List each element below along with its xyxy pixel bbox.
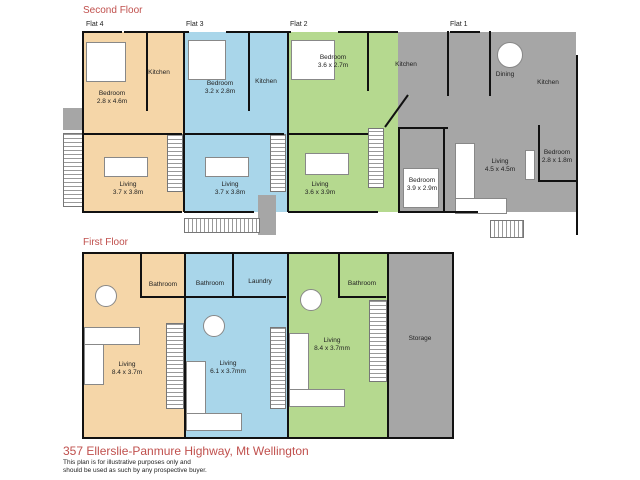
sofa-flat3	[205, 157, 249, 177]
wall	[287, 252, 289, 439]
room-label-ff-flat2-living: Living 8.4 x 3.7mm	[314, 337, 350, 352]
room-label-flat4-bedroom: Bedroom 2.8 x 4.6m	[96, 90, 128, 105]
stairs-flat2-mid	[368, 128, 384, 188]
first-floor-title: First Floor	[83, 237, 128, 248]
wall	[82, 31, 84, 212]
wall	[82, 252, 454, 254]
room-label-ff-flat2-bathroom: Bathroom	[347, 280, 377, 287]
stairs-flat4-left	[63, 133, 83, 207]
wall	[248, 31, 250, 111]
wall	[338, 252, 340, 298]
wall	[184, 133, 284, 135]
bed-flat4	[86, 42, 126, 82]
disclaimer-line-1: This plan is for illustrative purposes o…	[63, 459, 191, 466]
room-label-flat2-bedroom: Bedroom 3.6 x 2.7m	[317, 54, 349, 69]
wall	[538, 125, 540, 180]
room-label-flat1-bedroom-a: Bedroom 3.9 x 2.9m	[406, 177, 438, 192]
wall	[489, 31, 491, 96]
room-label-flat1-kitchen: Kitchen	[537, 79, 559, 86]
room-label-flat4-living: Living 3.7 x 3.8m	[112, 181, 144, 196]
room-label-flat4-kitchen: Kitchen	[148, 69, 170, 76]
bed-flat1	[403, 168, 439, 208]
second-floor-title: Second Floor	[83, 5, 143, 16]
flat-3-label: Flat 3	[186, 21, 204, 28]
wall	[232, 252, 234, 298]
room-label-flat1-bedroom-b: Bedroom 2.8 x 1.8m	[541, 149, 573, 164]
room-label-flat2-living: Living 3.6 x 3.9m	[304, 181, 336, 196]
stairs-ff-flat4	[166, 323, 184, 409]
wall	[82, 133, 182, 135]
sofa-ff-flat2-bottom	[289, 389, 345, 407]
flat4-left-notch	[63, 108, 83, 130]
sofa-ff-flat3-bottom	[186, 413, 242, 431]
sofa-flat1-base	[455, 198, 507, 214]
dining-table-ff-flat4	[95, 285, 117, 307]
sofa-flat4	[104, 157, 148, 177]
wall	[288, 133, 368, 135]
wall	[398, 127, 400, 213]
wall	[338, 296, 386, 298]
wall	[443, 127, 445, 213]
sofa-flat2	[305, 153, 349, 175]
wall	[452, 252, 454, 439]
room-label-storage: Storage	[408, 335, 432, 342]
room-label-ff-flat4-bathroom: Bathroom	[148, 281, 178, 288]
wall	[450, 31, 480, 33]
flat-2-label: Flat 2	[290, 21, 308, 28]
room-label-ff-flat3-living: Living 6.1 x 3.7mm	[210, 360, 246, 375]
tv-flat1	[525, 150, 535, 180]
room-label-ff-flat4-living: Living 8.4 x 3.7m	[111, 361, 143, 376]
storage-area	[388, 253, 453, 438]
stairs-ff-flat2	[369, 300, 387, 382]
room-label-flat3-kitchen: Kitchen	[255, 78, 277, 85]
flat-4-label: Flat 4	[86, 21, 104, 28]
dining-table-ff-flat2	[300, 289, 322, 311]
wall	[387, 252, 389, 439]
sofa-ff-flat4-top	[84, 327, 140, 345]
room-label-ff-flat3-laundry: Laundry	[248, 278, 272, 285]
wall	[82, 31, 122, 33]
disclaimer-line-2: should be used as such by any prospectiv…	[63, 467, 207, 474]
room-label-flat2-kitchen: Kitchen	[395, 61, 417, 68]
dining-table-flat1	[497, 42, 523, 68]
wall	[140, 252, 142, 298]
stairs-flat3-bottom	[184, 218, 260, 233]
wall	[576, 55, 578, 235]
wall	[538, 180, 576, 182]
room-label-flat3-living: Living 3.7 x 3.8m	[214, 181, 246, 196]
wall	[124, 31, 189, 33]
wall	[447, 31, 449, 96]
stairs-ff-flat3	[270, 327, 286, 409]
room-label-flat1-dining: Dining	[495, 71, 515, 78]
wall	[183, 31, 185, 212]
stairs-flat1-bottom	[490, 220, 524, 238]
wall	[287, 31, 289, 212]
bed-flat3	[188, 40, 226, 80]
stairs-flat3-mid	[270, 134, 286, 192]
room-label-ff-flat3-bathroom: Bathroom	[195, 280, 225, 287]
wall	[367, 31, 369, 91]
wall	[398, 127, 448, 129]
dining-table-ff-flat3	[203, 315, 225, 337]
room-label-flat1-living: Living 4.5 x 4.5m	[484, 158, 516, 173]
wall	[184, 252, 186, 439]
wall	[82, 437, 454, 439]
wall	[186, 296, 286, 298]
wall	[226, 31, 291, 33]
wall	[146, 31, 148, 111]
wall	[140, 296, 184, 298]
wall	[82, 252, 84, 439]
property-address: 357 Ellerslie-Panmure Highway, Mt Wellin…	[63, 444, 309, 458]
flat-1-label: Flat 1	[450, 21, 468, 28]
room-label-flat3-bedroom: Bedroom 3.2 x 2.8m	[204, 80, 236, 95]
stairs-flat4-mid	[167, 134, 183, 192]
wall	[288, 211, 378, 213]
wall	[398, 211, 478, 213]
stair-landing-gray	[258, 195, 276, 235]
bed-flat2	[291, 40, 335, 80]
wall	[184, 211, 254, 213]
wall	[82, 211, 182, 213]
